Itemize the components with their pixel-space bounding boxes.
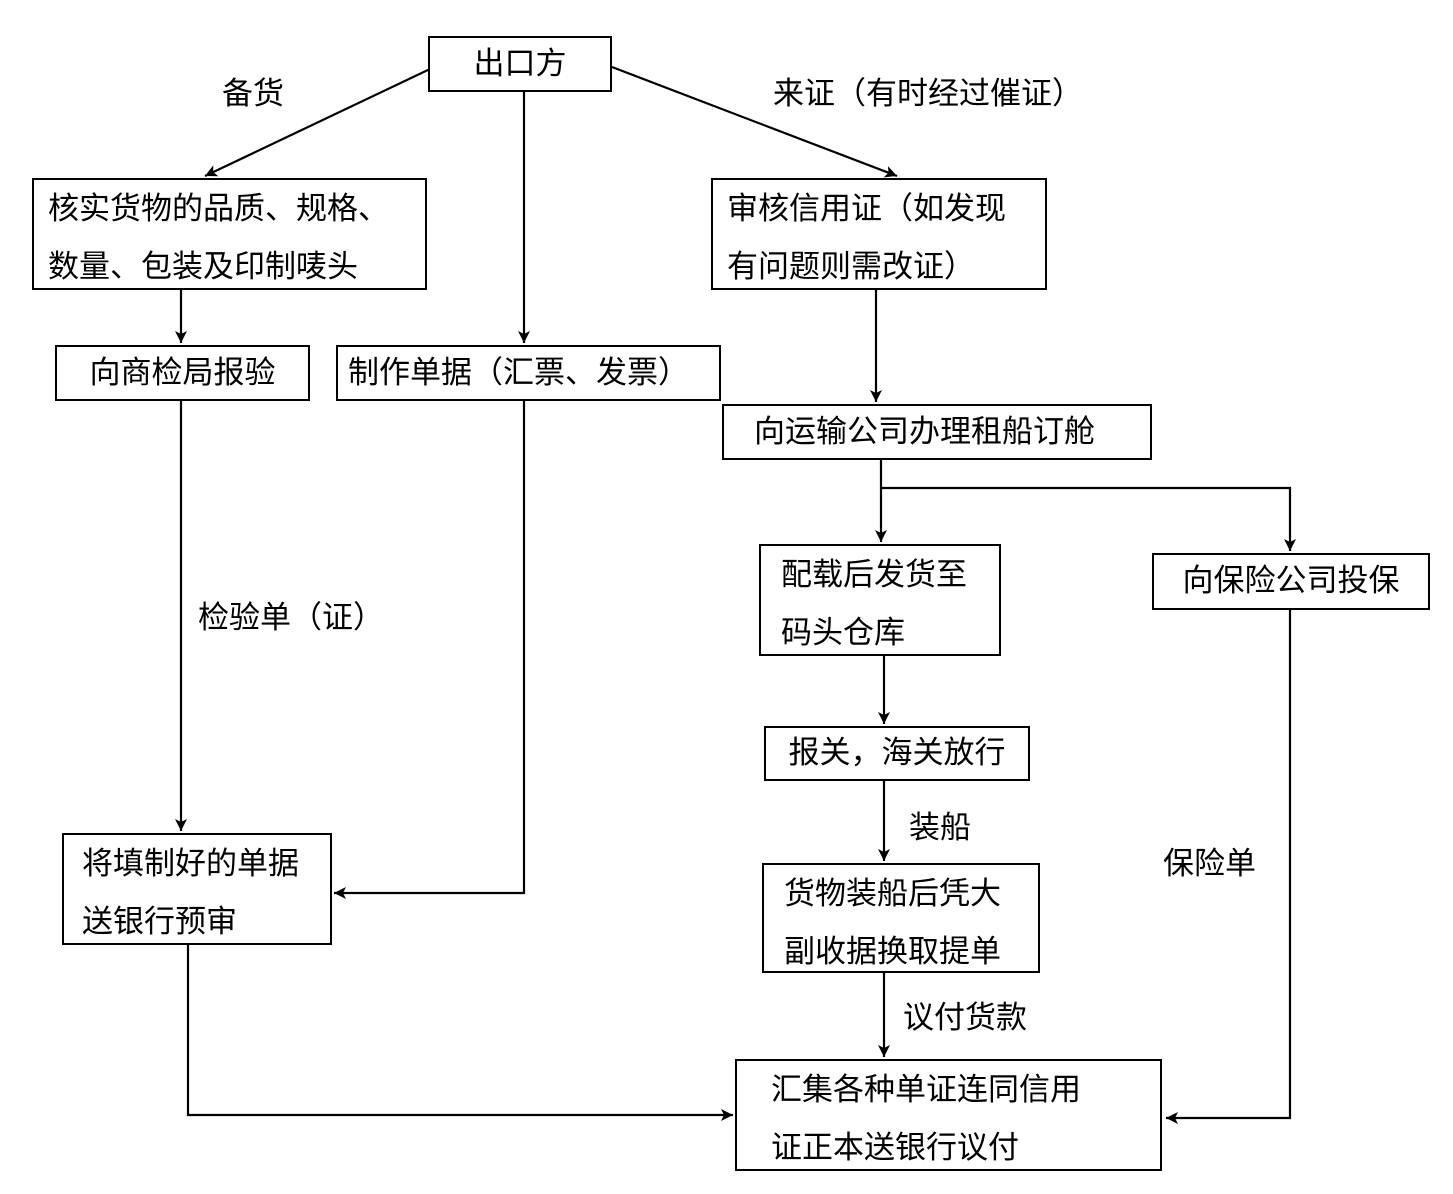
node-insurance-text: 向保险公司投保 bbox=[1182, 563, 1400, 599]
node-make-documents-text: 制作单据（汇票、发票） bbox=[348, 355, 689, 391]
node-make-documents: 制作单据（汇票、发票） bbox=[336, 345, 721, 401]
node-exporter: 出口方 bbox=[428, 36, 612, 92]
node-bill-of-lading-line-2: 副收据换取提单 bbox=[784, 934, 1001, 970]
edge-booking-to-insurance bbox=[881, 486, 1296, 551]
node-collect-documents: 汇集各种单证连同信用 证正本送银行议付 bbox=[735, 1059, 1162, 1171]
node-bank-pre-review: 将填制好的单据 送银行预审 bbox=[62, 833, 332, 945]
node-customs: 报关，海关放行 bbox=[764, 726, 1030, 781]
node-bill-of-lading: 货物装船后凭大 副收据换取提单 bbox=[762, 863, 1040, 973]
node-bank-pre-review-line-2: 送银行预审 bbox=[82, 904, 237, 940]
node-review-lc-line-2: 有问题则需改证） bbox=[727, 249, 975, 285]
label-insurance-policy: 保险单 bbox=[1163, 846, 1256, 882]
label-negotiate-payment: 议付货款 bbox=[903, 1000, 1027, 1036]
node-deliver-warehouse-line-1: 配载后发货至 bbox=[781, 557, 967, 593]
node-collect-documents-line-1: 汇集各种单证连同信用 bbox=[771, 1072, 1081, 1108]
node-bill-of-lading-line-1: 货物装船后凭大 bbox=[784, 876, 1001, 912]
node-inspection-report: 向商检局报验 bbox=[55, 345, 310, 401]
edge-exporter-to-review-lc bbox=[611, 65, 898, 178]
edge-documents-to-prereview bbox=[334, 401, 526, 899]
node-verify-goods-line-1: 核实货物的品质、规格、 bbox=[48, 191, 389, 227]
node-exporter-text: 出口方 bbox=[473, 46, 567, 82]
node-customs-text: 报关，海关放行 bbox=[788, 735, 1006, 771]
node-verify-goods-line-2: 数量、包装及印制唛头 bbox=[48, 249, 358, 285]
node-insurance: 向保险公司投保 bbox=[1152, 553, 1430, 610]
edge-exporter-to-verify bbox=[204, 68, 431, 177]
node-collect-documents-line-2: 证正本送银行议付 bbox=[771, 1130, 1019, 1166]
label-lc-arrival: 来证（有时经过催证） bbox=[773, 76, 1083, 112]
edge-insurance-to-collect bbox=[1166, 610, 1292, 1124]
node-bank-pre-review-line-1: 将填制好的单据 bbox=[82, 846, 299, 882]
node-deliver-warehouse: 配载后发货至 码头仓库 bbox=[759, 544, 1001, 656]
label-inspection-certificate: 检验单（证） bbox=[198, 600, 384, 636]
label-stock-goods: 备货 bbox=[222, 76, 284, 112]
node-book-shipping-text: 向运输公司办理租船订舱 bbox=[754, 414, 1095, 450]
node-verify-goods: 核实货物的品质、规格、 数量、包装及印制唛头 bbox=[32, 178, 427, 290]
node-review-lc-line-1: 审核信用证（如发现 bbox=[727, 191, 1006, 227]
node-review-lc: 审核信用证（如发现 有问题则需改证） bbox=[711, 178, 1047, 290]
node-inspection-report-text: 向商检局报验 bbox=[89, 355, 276, 391]
node-deliver-warehouse-line-2: 码头仓库 bbox=[781, 615, 905, 651]
node-book-shipping: 向运输公司办理租船订舱 bbox=[722, 404, 1152, 460]
label-loading: 装船 bbox=[909, 810, 971, 846]
edge-prereview-to-collect bbox=[186, 945, 733, 1121]
